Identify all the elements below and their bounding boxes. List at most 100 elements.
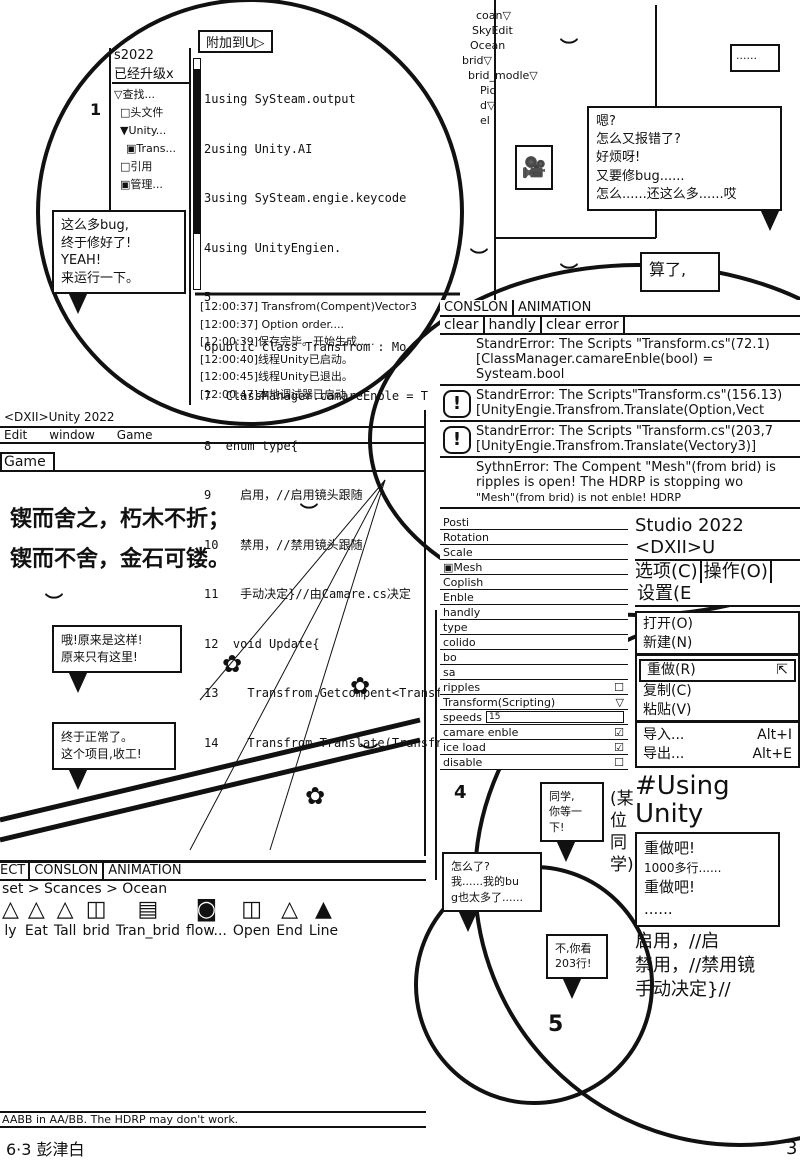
bubble-line: g也太多了......: [451, 890, 523, 904]
menu-item-redo[interactable]: 重做(R)⇱: [639, 659, 796, 682]
speech-bubble-line-203: 不,你看 203行!: [546, 934, 608, 999]
page-corner-number: 3: [786, 1138, 798, 1159]
collapse-icon[interactable]: ▽: [615, 695, 624, 709]
inspector-row[interactable]: colido: [440, 635, 628, 650]
menu-options[interactable]: 选项(C): [635, 561, 702, 583]
tree-item[interactable]: ▼Unity...: [120, 124, 167, 137]
inspector-row[interactable]: ripples☐: [440, 680, 628, 695]
checkbox-checked[interactable]: ☑: [614, 725, 624, 739]
bird-icon: ︶: [470, 248, 488, 269]
checkbox-checked[interactable]: ☑: [614, 740, 624, 754]
hierarchy-item[interactable]: Ocean: [470, 39, 506, 52]
tree-item[interactable]: ▣管理...: [120, 178, 163, 191]
tree-item[interactable]: □引用: [120, 160, 153, 173]
error-row[interactable]: !StandrError: The Scripts"Transform.cs"(…: [440, 386, 800, 422]
asset-item[interactable]: ◫brid: [82, 897, 109, 939]
error-title: SythnError: The Compent "Mesh"(from brid…: [476, 460, 776, 475]
speech-bubble-whats-wrong: 怎么了? 我......我的bu g也太多了......: [442, 852, 542, 933]
clear-error-button[interactable]: clear error: [542, 317, 625, 333]
code-line: #Using Unity: [635, 771, 730, 829]
error-row[interactable]: !StandrError: The Scripts "Transform.cs"…: [440, 422, 800, 458]
inspector-panel: Posti Rotation Scale ▣Mesh Coplish Enble…: [440, 515, 628, 770]
tree-item[interactable]: □头文件: [120, 106, 164, 119]
error-row[interactable]: SythnError: The Compent "Mesh"(from brid…: [440, 458, 800, 509]
inspector-row[interactable]: type: [440, 620, 628, 635]
inspector-row[interactable]: Posti: [440, 515, 628, 530]
inspector-row[interactable]: Rotation: [440, 530, 628, 545]
asset-item[interactable]: △ly: [2, 897, 19, 939]
menu-settings[interactable]: 设置(E: [637, 583, 692, 604]
hierarchy-item[interactable]: coan▽: [476, 9, 511, 22]
bubble-line: 你等一下!: [549, 805, 582, 834]
asset-item[interactable]: ▲Line: [309, 897, 338, 939]
poem: 锲而舍之，朽木不折； 锲而不舍，金石可镂。: [10, 500, 230, 580]
menu-window[interactable]: window: [49, 428, 95, 442]
tree-item[interactable]: ▣Trans...: [126, 142, 176, 155]
component-header[interactable]: Transform(Scripting)▽: [440, 695, 628, 710]
menu-bar: Edit window Game: [0, 426, 424, 444]
hierarchy-item[interactable]: d▽: [480, 99, 496, 112]
hierarchy-item[interactable]: Pic: [480, 84, 496, 97]
asset-item[interactable]: △Eat: [25, 897, 48, 939]
menu-item-import[interactable]: 导入...Alt+I: [637, 726, 798, 745]
tab-attach[interactable]: 附加到U▷: [198, 30, 273, 53]
menu-item-paste[interactable]: 粘贴(V): [637, 701, 798, 723]
tab-console[interactable]: CONSLON: [440, 300, 515, 315]
scrollbar[interactable]: [193, 58, 201, 290]
tab-console[interactable]: CONSLON: [30, 863, 105, 879]
menu-operations[interactable]: 操作(O): [702, 561, 772, 583]
menu-item-copy[interactable]: 复制(C): [637, 682, 798, 701]
menu-label: 导出...: [643, 746, 685, 762]
inspector-row[interactable]: Enble: [440, 590, 628, 605]
inspector-row[interactable]: handly: [440, 605, 628, 620]
menu-label: 导入...: [643, 727, 685, 743]
error-row[interactable]: StandrError: The Scripts "Transform.cs"(…: [440, 335, 800, 386]
inspector-row[interactable]: ▣Mesh: [440, 560, 628, 575]
asset-icon: ◙: [195, 897, 218, 922]
speeds-input[interactable]: 15: [485, 711, 624, 723]
window-title: <DXII>Unity 2022: [4, 410, 115, 424]
checkbox-unchecked[interactable]: ☐: [614, 755, 624, 769]
tab-game[interactable]: Game: [0, 452, 55, 470]
warning-icon: !: [443, 426, 471, 454]
clear-button[interactable]: clear: [440, 317, 485, 333]
inspector-row[interactable]: sa: [440, 665, 628, 680]
asset-item[interactable]: ◙flow...: [186, 897, 227, 939]
code-line: 4using UnityEngien.: [204, 240, 342, 255]
menu-item-open[interactable]: 打开(O): [637, 615, 798, 634]
bubble-line: 终于修好了!: [61, 235, 132, 251]
tab-project[interactable]: ECT: [0, 863, 31, 879]
tree-item[interactable]: ▽查找...: [114, 88, 155, 101]
handly-button[interactable]: handly: [485, 317, 542, 333]
hierarchy-item[interactable]: brid_modle▽: [468, 69, 538, 82]
checkbox[interactable]: ☐: [614, 680, 624, 694]
asset-item[interactable]: △Tall: [54, 897, 77, 939]
menu-edit[interactable]: Edit: [4, 428, 28, 442]
asset-label: Eat: [24, 923, 48, 939]
asset-item[interactable]: ▤Tran_brid: [116, 897, 180, 939]
close-icon[interactable]: x: [166, 67, 174, 82]
inspector-row[interactable]: bo: [440, 650, 628, 665]
dropdown-menu: 打开(O) 新建(N) 重做(R)⇱ 复制(C) 粘贴(V) 导入...Alt+…: [635, 611, 800, 768]
hierarchy-item[interactable]: SkyEdit: [472, 24, 513, 37]
error-list: StandrError: The Scripts "Transform.cs"(…: [440, 335, 800, 509]
tab-animation[interactable]: ANIMATION: [518, 300, 592, 315]
menu-label: 新建(N): [643, 635, 693, 651]
asset-item[interactable]: ◫Open: [233, 897, 270, 939]
menu-item-export[interactable]: 导出...Alt+E: [637, 745, 798, 764]
bubble-line: 1000多行......: [644, 860, 722, 875]
signature: 6·3 彭津白: [6, 1140, 85, 1159]
panel-4-lens: 4 同学, 你等一下! 怎么了? 我......我的bu g也太多了......…: [440, 774, 634, 1010]
asset-icon: ▤: [137, 897, 159, 922]
hierarchy-item[interactable]: el: [480, 114, 490, 127]
menu-game[interactable]: Game: [116, 428, 153, 442]
menu-item-new[interactable]: 新建(N): [637, 634, 798, 656]
error-detail: ripples is open! The HDRP is stopping wo: [476, 475, 744, 490]
hierarchy-item[interactable]: brid▽: [462, 54, 493, 67]
bubble-line: 重做吧!: [644, 839, 696, 857]
panel-number: 1: [90, 100, 102, 119]
inspector-row[interactable]: Coplish: [440, 575, 628, 590]
asset-item[interactable]: △End: [276, 897, 303, 939]
tab-animation[interactable]: ANIMATION: [108, 863, 182, 878]
inspector-row[interactable]: Scale: [440, 545, 628, 560]
